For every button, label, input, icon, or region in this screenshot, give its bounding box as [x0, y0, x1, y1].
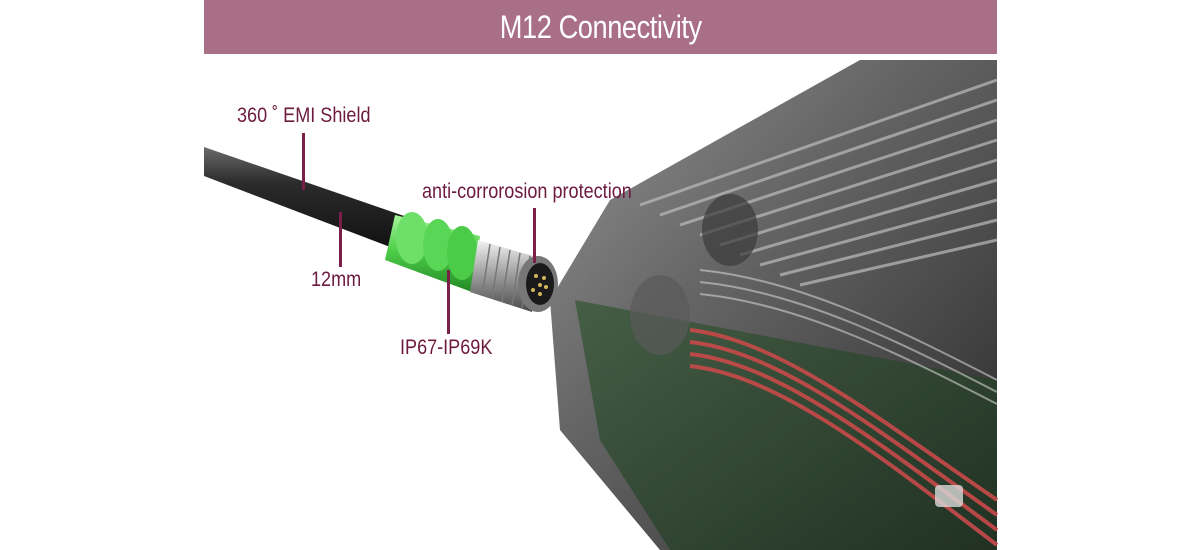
title-banner: M12 Connectivity [204, 0, 997, 54]
leader-line-ip-rating [447, 270, 450, 334]
m12-cable [204, 147, 410, 250]
callout-emi-shield: 360 ˚ EMI Shield [237, 104, 371, 127]
callout-ip-rating: IP67-IP69K [400, 336, 493, 359]
callout-diameter: 12mm [311, 268, 362, 291]
leader-line-anti-corrosion [533, 208, 536, 263]
m12-metal-coupling [470, 240, 558, 312]
leader-line-diameter [339, 212, 342, 267]
page-title: M12 Connectivity [499, 8, 702, 45]
industrial-pc-enclosure [550, 60, 999, 550]
heatsink-fins-icon [639, 78, 998, 287]
leader-line-emi-shield [302, 133, 305, 190]
callout-anti-corrosion: anti-corrorosion protection [422, 180, 632, 203]
m12-connector-overmold [385, 212, 480, 292]
